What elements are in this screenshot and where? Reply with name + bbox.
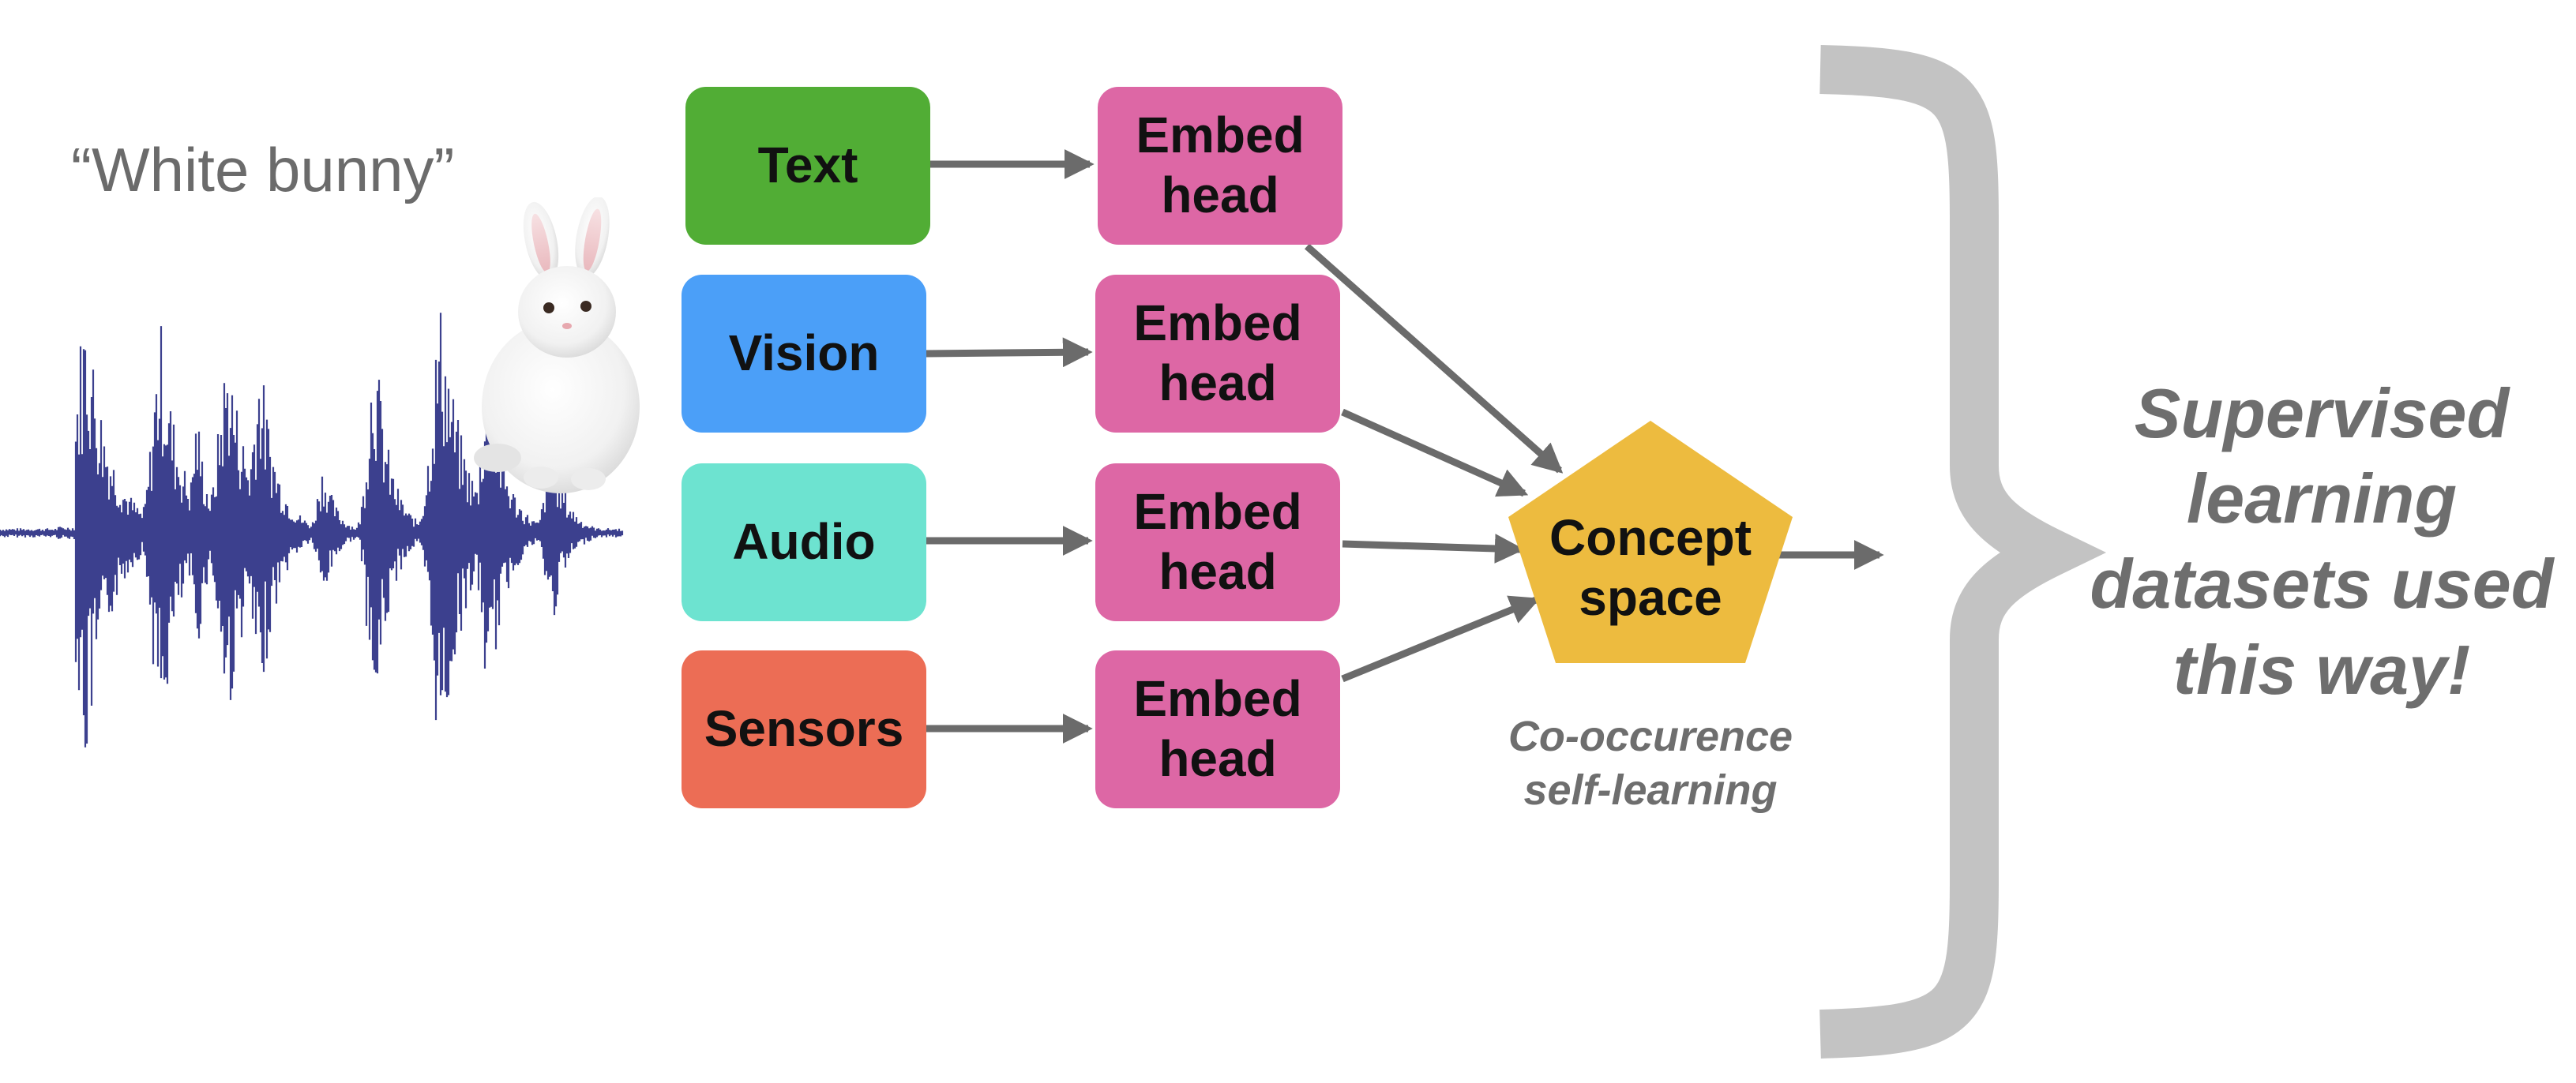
arrow-vision-to-embed [926, 337, 1093, 368]
arrow-embed2-to-concept [1341, 408, 1529, 497]
concept-space-pentagon [1508, 421, 1793, 663]
concept-line2: space [1579, 569, 1722, 626]
quote-text: “White bunny” [71, 135, 455, 204]
modality-box-audio: Audio [682, 463, 926, 621]
embed-head-line1: Embed [1133, 670, 1302, 728]
conclusion-line: Supervised [2134, 374, 2510, 452]
modality-box-text: Text [685, 87, 930, 245]
embed-head-line2: head [1158, 730, 1277, 787]
embed-head-line1: Embed [1136, 107, 1305, 164]
embed-head-line2: head [1158, 543, 1277, 600]
caption-line1: Co-occurence [1508, 713, 1793, 760]
concept-line1: Concept [1549, 509, 1752, 567]
embed-head-line1: Embed [1133, 294, 1302, 352]
caption-line2: self-learning [1523, 766, 1778, 814]
modality-box-sensors: Sensors [682, 650, 926, 808]
modality-label: Sensors [704, 700, 904, 758]
white-bunny-image [474, 197, 640, 493]
arrow-embed1-to-concept [1305, 243, 1564, 474]
modality-label: Text [757, 137, 858, 194]
arrow-embed3-to-concept [1342, 534, 1525, 564]
conclusion-line: this way! [2172, 630, 2471, 709]
embed-head-line2: head [1158, 354, 1277, 411]
modality-label: Vision [728, 324, 880, 382]
arrow-embed4-to-concept [1341, 595, 1541, 683]
modality-box-vision: Vision [682, 275, 926, 433]
embed-head-line2: head [1161, 167, 1279, 223]
co-occurrence-caption: Co-occurence self-learning [1453, 710, 1848, 829]
conclusion-line: datasets used [2090, 545, 2554, 624]
embed-head-line1: Embed [1133, 483, 1302, 541]
conclusion-line: learning [2186, 459, 2458, 538]
modality-label: Audio [732, 513, 876, 571]
audio-waveform-image [0, 313, 624, 748]
curly-brace [1819, 45, 2107, 1059]
conclusion-text: Supervised learning datasets used this w… [2069, 371, 2574, 734]
